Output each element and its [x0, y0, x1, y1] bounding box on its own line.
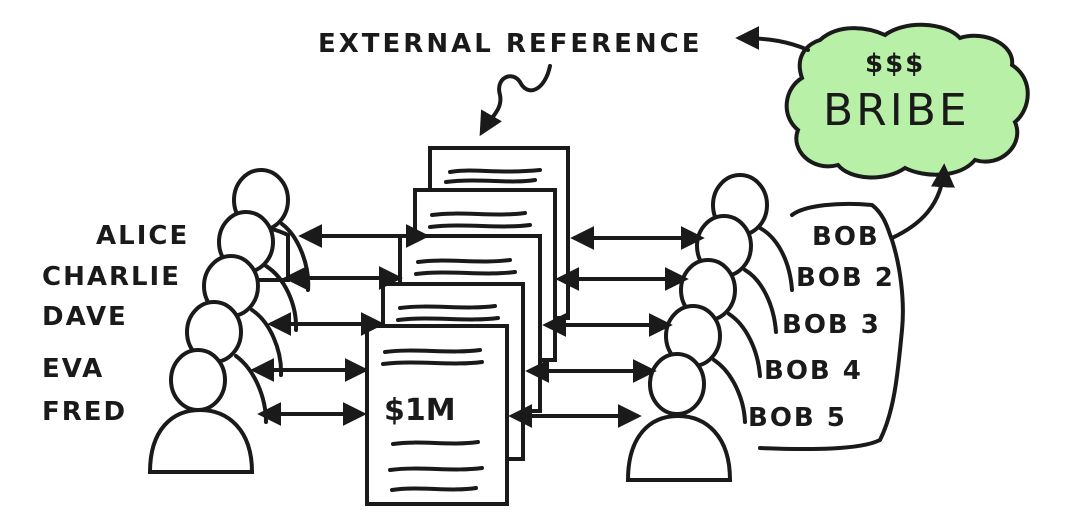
left-labels: ALICE CHARLIE DAVE EVA FRED: [42, 221, 189, 427]
bribe-to-reference-arrow: [735, 26, 810, 52]
right-party-label: BOB: [812, 222, 880, 252]
bribe-label: BRIBE: [823, 85, 970, 136]
left-party-label: EVA: [42, 354, 104, 384]
external-reference-squiggle-arrow: [479, 64, 552, 137]
left-people: [147, 168, 311, 474]
person-icon: [664, 304, 747, 424]
bribe-cloud: [784, 22, 1030, 180]
right-people: [625, 173, 794, 482]
left-party-label: CHARLIE: [42, 262, 181, 292]
right-labels: BOB BOB 2 BOB 3 BOB 4 BOB 5: [748, 222, 895, 433]
bribe-currency-symbols: $$$: [865, 49, 925, 79]
document-stack: $1M: [365, 146, 570, 506]
bob-bracket: [758, 201, 905, 452]
right-party-label: BOB 3: [782, 310, 881, 340]
document-amount-label: $1M: [384, 393, 456, 428]
right-arrows: [508, 226, 705, 428]
person-icon-front: [625, 352, 733, 482]
left-party-label: FRED: [42, 397, 127, 427]
right-party-label: BOB 2: [796, 263, 895, 293]
document-front: [365, 324, 509, 506]
left-party-label: DAVE: [42, 302, 128, 332]
person-icon: [185, 300, 268, 424]
bob-to-bribe-arrow: [890, 163, 955, 240]
right-party-label: BOB 4: [764, 356, 863, 386]
left-party-label: ALICE: [96, 221, 189, 251]
right-party-label: BOB 5: [748, 403, 847, 433]
external-reference-label: EXTERNAL REFERENCE: [318, 29, 703, 59]
person-icon-front: [147, 348, 255, 474]
left-arrows: [250, 224, 430, 426]
